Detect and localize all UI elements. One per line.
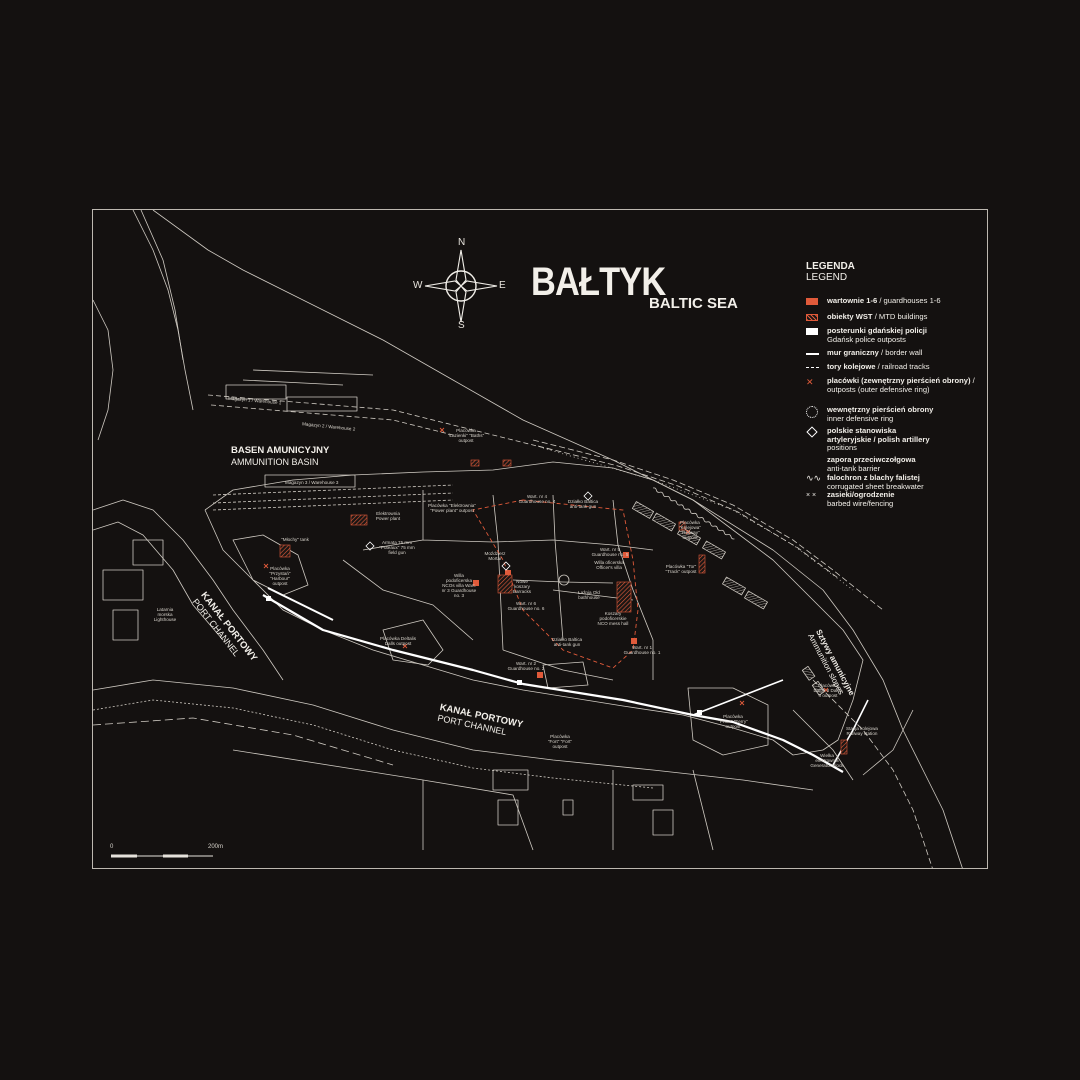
- police-outpost-swatch-icon: [806, 327, 820, 337]
- feature-field-gun[interactable]: Armata 75 mm "Puteaux" 75 mm field gun: [379, 540, 415, 555]
- railroad-line-icon: [806, 363, 820, 373]
- scale-zero: 0: [110, 844, 114, 850]
- compass-s: S: [458, 320, 465, 331]
- feature-guardhouse-4[interactable]: Wart. nr 4 Guardhouse no. 4: [518, 494, 556, 504]
- map-drawing[interactable]: [93, 210, 988, 869]
- breakwater: [652, 487, 735, 540]
- feature-guardhouse-5[interactable]: Wart. nr 5 Guardhouse no. 5: [591, 547, 629, 557]
- feature-officers-villa[interactable]: Willa oficerska Officer's villa: [594, 560, 624, 570]
- compass-rose: [420, 240, 506, 332]
- border-wall: [262, 594, 844, 773]
- feature-power-outpost[interactable]: Placówka "Elektrownia" "Power plant" out…: [428, 503, 476, 513]
- anti-tank-barrier-icon: [806, 456, 820, 466]
- peninsula-outline: [204, 461, 864, 751]
- legend-item-mtd: obiekty WST / MTD buildings: [806, 312, 927, 323]
- feature-outpost-railway[interactable]: Placówka "Kolejowa" "Railway" outpost: [679, 520, 701, 540]
- label-basin-pl: BASEN AMUNICYJNY: [231, 445, 330, 456]
- compass-n: N: [458, 237, 466, 248]
- warehouse-2: [286, 396, 358, 412]
- feature-outpost-dalls[interactable]: Placówka Deltalis Dalls outpost: [380, 636, 416, 646]
- compass-icon: [424, 249, 498, 323]
- artillery-position-icon: [806, 426, 820, 438]
- feature-outpost-baths[interactable]: Placówka "Łazienki" "Baths" outpost: [447, 428, 485, 443]
- map-subtitle: BALTIC SEA: [649, 295, 738, 312]
- feature-railway-station[interactable]: Stacja kolejowa Railway station: [846, 726, 878, 736]
- feature-nco-mess[interactable]: Koszary podoficerskie NCO mess hall: [597, 611, 629, 626]
- feature-outpost-fort[interactable]: Placówka "Fort" "Fort" outpost: [547, 734, 573, 749]
- outpost-markers: [263, 427, 829, 706]
- legend-item-guardhouses: wartownie 1-6 / guardhouses 1-6: [806, 296, 941, 307]
- mtd-buildings: [279, 459, 848, 755]
- feature-basin-warehouse[interactable]: Magazyn 3 / Warehouse 3: [285, 480, 339, 485]
- feature-power-plant[interactable]: Elektrownia Power plant: [375, 511, 401, 521]
- feature-bathhouse[interactable]: Łaźnia Old bathhouse: [578, 590, 600, 600]
- feature-outpost-harbour[interactable]: Placówka "Przystań" "Harbour" outpost: [269, 566, 291, 586]
- legend-item-border-wall: mur graniczny / border wall: [806, 348, 922, 359]
- feature-generator-block[interactable]: Wielka elektrownia Generator Block: [810, 753, 844, 768]
- legend-title-en: LEGEND: [806, 272, 848, 283]
- feature-tank[interactable]: "Młochy" tank: [281, 537, 309, 542]
- barbed-wire: [542, 447, 854, 591]
- warehouse-1: [225, 384, 287, 400]
- feature-barracks[interactable]: Nowe koszary Barracks: [512, 579, 532, 594]
- police-outposts: [266, 596, 702, 715]
- breakwater-wave-icon: ∿∿: [806, 473, 822, 483]
- ammunition-slopes: [631, 501, 826, 696]
- map-title: BAŁTYK: [531, 260, 666, 304]
- artillery-positions: [365, 491, 593, 571]
- legend-item-railroad: tory kolejowe / railroad tracks: [806, 362, 930, 373]
- legend-title: LEGENDA: [806, 261, 855, 272]
- scale-end: 200m: [208, 844, 224, 850]
- compass-w: W: [413, 280, 423, 291]
- compass-e: E: [499, 280, 506, 291]
- feature-outpost-ferry[interactable]: Placówka "Prom" "Ferry" outpost: [718, 714, 748, 729]
- guardhouses: [473, 552, 637, 678]
- feature-guardhouse-2[interactable]: Wart. nr 2 Guardhouse no. 2: [507, 661, 545, 671]
- label-basin-en: AMMUNITION BASIN: [231, 457, 319, 467]
- inner-defensive-ring: [472, 499, 639, 669]
- interior-roads: [342, 490, 654, 681]
- feature-ncos-villa[interactable]: Willa podoficerska NCOs villa Wart. nr 3…: [441, 573, 477, 598]
- feature-outpost-dalba[interactable]: Placówka Dalba II Dalba II outpost: [813, 683, 843, 698]
- feature-outpost-track[interactable]: Placówka "Tor" "Track" outpost: [665, 564, 697, 574]
- guardhouse-swatch-icon: [806, 297, 820, 307]
- inner-ring-dots-icon: [806, 406, 820, 418]
- feature-mortar[interactable]: Moździerz Mortar: [484, 551, 506, 561]
- feature-baltica-gun[interactable]: Działko Baltica anti-tank gun: [551, 637, 583, 647]
- mtd-building-swatch-icon: [806, 313, 820, 323]
- basin-warehouse: [264, 474, 356, 488]
- left-shore: [93, 499, 284, 681]
- feature-dalba-gun[interactable]: Działko Baltica anti-tank gun: [567, 499, 599, 509]
- barbed-wire-icon: × ×: [806, 492, 817, 499]
- feature-lighthouse[interactable]: Latarnia morska Lighthouse: [153, 607, 177, 622]
- border-wall-line-icon: [806, 349, 820, 359]
- feature-guardhouse-6[interactable]: Wart. nr 6 Guardhouse no. 6: [507, 601, 545, 611]
- outpost-marker-icon: ✕: [806, 377, 814, 387]
- feature-guardhouse-1[interactable]: Wart. nr 1 Guardhouse no. 1: [623, 645, 661, 655]
- legend-item-outposts: ✕ placówki (zewnętrzny pierścień obrony)…: [806, 376, 975, 394]
- map-frame: [92, 209, 988, 869]
